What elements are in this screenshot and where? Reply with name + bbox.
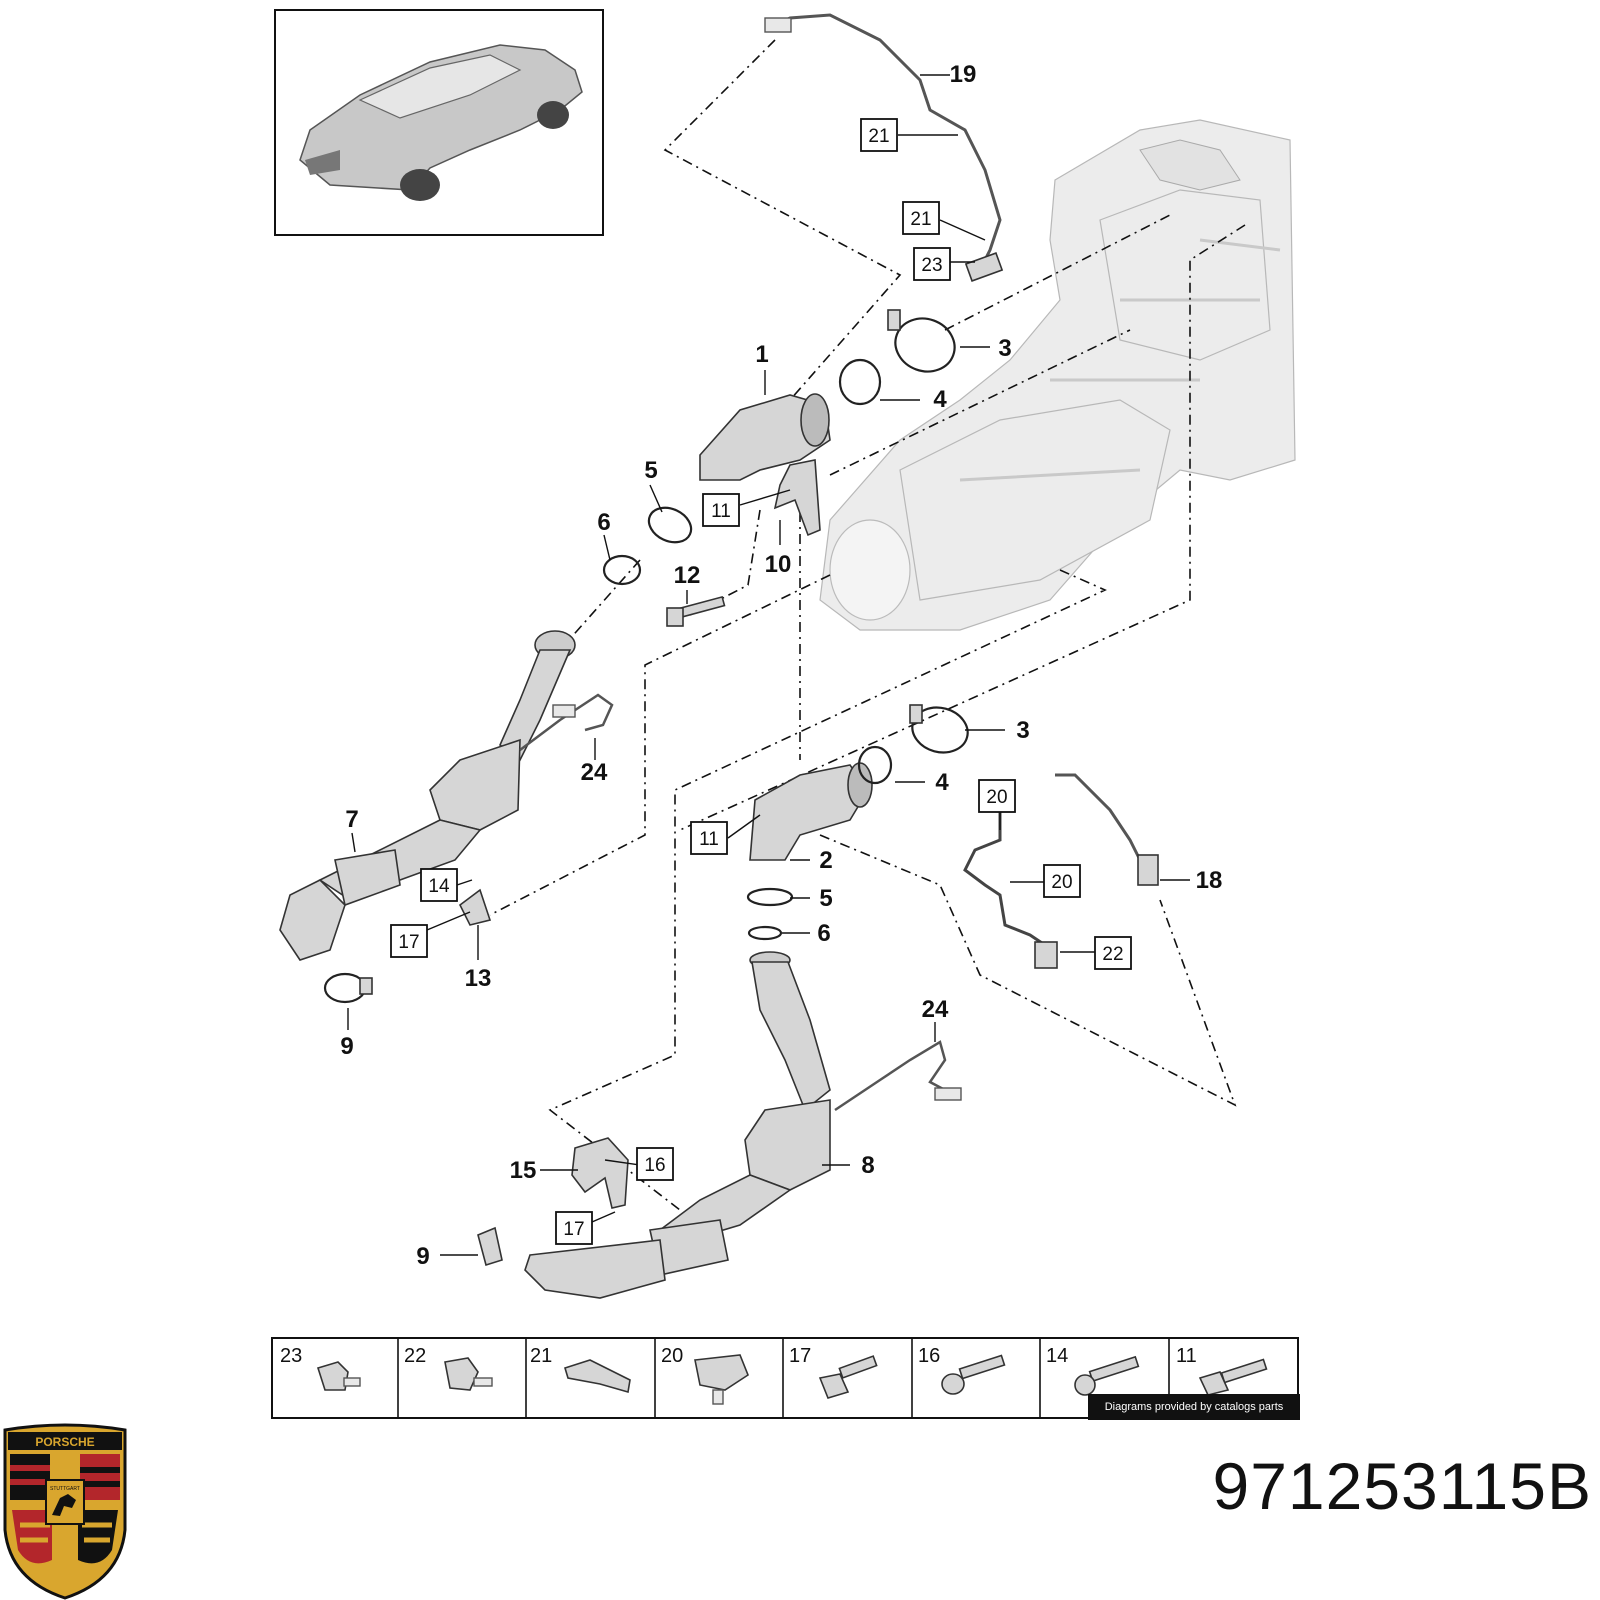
- box-callout-23: 23: [913, 247, 951, 281]
- porsche-crest-logo: PORSCHE STUTTGART: [3, 1423, 127, 1600]
- legend-cell-14: 14: [1046, 1345, 1140, 1396]
- boxed-callouts: 21 21 23 11 14 17 11 20: [390, 118, 1132, 1245]
- svg-text:21: 21: [868, 126, 889, 147]
- box-callout-16: 16: [636, 1147, 674, 1181]
- part-number: 971253115B: [1212, 1449, 1592, 1523]
- svg-text:20: 20: [661, 1345, 683, 1367]
- logo-city-text: STUTTGART: [50, 1486, 80, 1492]
- callout-8: 8: [861, 1152, 874, 1179]
- box-callout-11-lower: 11: [690, 821, 728, 855]
- bracket-10: [773, 459, 821, 537]
- callout-18: 18: [1196, 867, 1223, 894]
- callout-9-lower: 9: [416, 1243, 429, 1270]
- clamp-ring-upper: [838, 309, 956, 406]
- clamp-ring-lower: [746, 704, 969, 941]
- svg-text:22: 22: [404, 1345, 426, 1367]
- diagram-credit: Diagrams provided by catalogs parts: [1088, 1394, 1300, 1420]
- bolt-12: [666, 595, 726, 627]
- legend-cell-21: 21: [530, 1345, 631, 1394]
- callout-13: 13: [465, 965, 492, 992]
- box-callout-21-top: 21: [860, 118, 898, 152]
- box-callout-20-mid: 20: [1043, 864, 1081, 898]
- svg-text:16: 16: [644, 1155, 665, 1176]
- legend-cell-16: 16: [918, 1345, 1006, 1395]
- part-2-elbow: [749, 762, 873, 861]
- clamp-ring-left: [602, 506, 693, 586]
- legend-cell-22: 22: [404, 1345, 493, 1391]
- callout-5-lower: 5: [819, 885, 832, 912]
- svg-text:17: 17: [398, 932, 419, 953]
- legend-cell-17: 17: [789, 1345, 878, 1399]
- callout-10: 10: [765, 551, 792, 578]
- box-callout-17-left: 17: [390, 924, 428, 958]
- callout-15: 15: [510, 1157, 537, 1184]
- box-callout-17-lower: 17: [555, 1211, 593, 1245]
- legend-cell-23: 23: [280, 1345, 361, 1391]
- callout-6-upper: 6: [597, 509, 610, 536]
- part-7-catalytic-converter-left: [279, 630, 576, 1004]
- bracket-15: [571, 1137, 629, 1209]
- svg-text:14: 14: [428, 876, 450, 897]
- svg-text:20: 20: [986, 787, 1007, 808]
- reference-dashed-lines: [489, 39, 1246, 1211]
- oxygen-sensor-24-left: [519, 693, 614, 751]
- box-callout-11-upper: 11: [702, 493, 740, 527]
- callout-24-left: 24: [581, 759, 608, 786]
- vehicle-thumbnail: [274, 9, 604, 236]
- box-callout-14: 14: [420, 868, 458, 902]
- svg-text:22: 22: [1102, 944, 1123, 965]
- legend-cell-20: 20: [661, 1345, 749, 1405]
- svg-text:17: 17: [563, 1219, 584, 1240]
- svg-text:14: 14: [1046, 1345, 1068, 1367]
- part-8-catalytic-converter-right: [477, 951, 831, 1299]
- sensor-harness-20: [963, 800, 1058, 969]
- svg-text:23: 23: [921, 255, 942, 276]
- callout-4-upper: 4: [933, 386, 947, 413]
- box-callout-22: 22: [1094, 936, 1132, 970]
- callout-3-lower: 3: [1016, 717, 1029, 744]
- oxygen-sensor-19: [764, 13, 1004, 282]
- callout-7: 7: [345, 806, 358, 833]
- callout-19: 19: [950, 61, 977, 88]
- oxygen-sensor-24-right: [834, 1040, 962, 1112]
- engine-gearbox-block: [819, 119, 1296, 631]
- svg-text:11: 11: [1176, 1345, 1197, 1367]
- callout-numbers: 1 2 3 3 4 4 5 5 6 6 7 8 9 9 10 12 13 15 …: [340, 61, 1222, 1270]
- callout-1: 1: [755, 341, 768, 368]
- box-callout-20-top: 20: [978, 779, 1016, 813]
- callout-24-right: 24: [922, 996, 949, 1023]
- svg-text:21: 21: [530, 1345, 552, 1367]
- callout-2: 2: [819, 847, 832, 874]
- box-callout-21-mid: 21: [902, 201, 940, 235]
- callout-4-lower: 4: [935, 769, 949, 796]
- svg-text:11: 11: [711, 501, 731, 522]
- svg-text:17: 17: [789, 1345, 811, 1367]
- part-1-downpipe: [699, 393, 831, 481]
- legend-cell-11: 11: [1176, 1345, 1268, 1396]
- svg-text:20: 20: [1051, 872, 1072, 893]
- callout-3-upper: 3: [998, 335, 1011, 362]
- callout-5-upper: 5: [644, 457, 657, 484]
- callout-6-lower: 6: [817, 920, 830, 947]
- oxygen-sensor-18: [1055, 773, 1159, 886]
- svg-text:23: 23: [280, 1345, 302, 1367]
- svg-text:16: 16: [918, 1345, 940, 1367]
- callout-12: 12: [674, 562, 701, 589]
- leader-lines: [347, 74, 1190, 1256]
- svg-text:21: 21: [910, 209, 931, 230]
- callout-9-left: 9: [340, 1033, 353, 1060]
- logo-text: PORSCHE: [35, 1435, 94, 1449]
- bracket-13: [458, 888, 492, 926]
- svg-text:11: 11: [699, 829, 719, 850]
